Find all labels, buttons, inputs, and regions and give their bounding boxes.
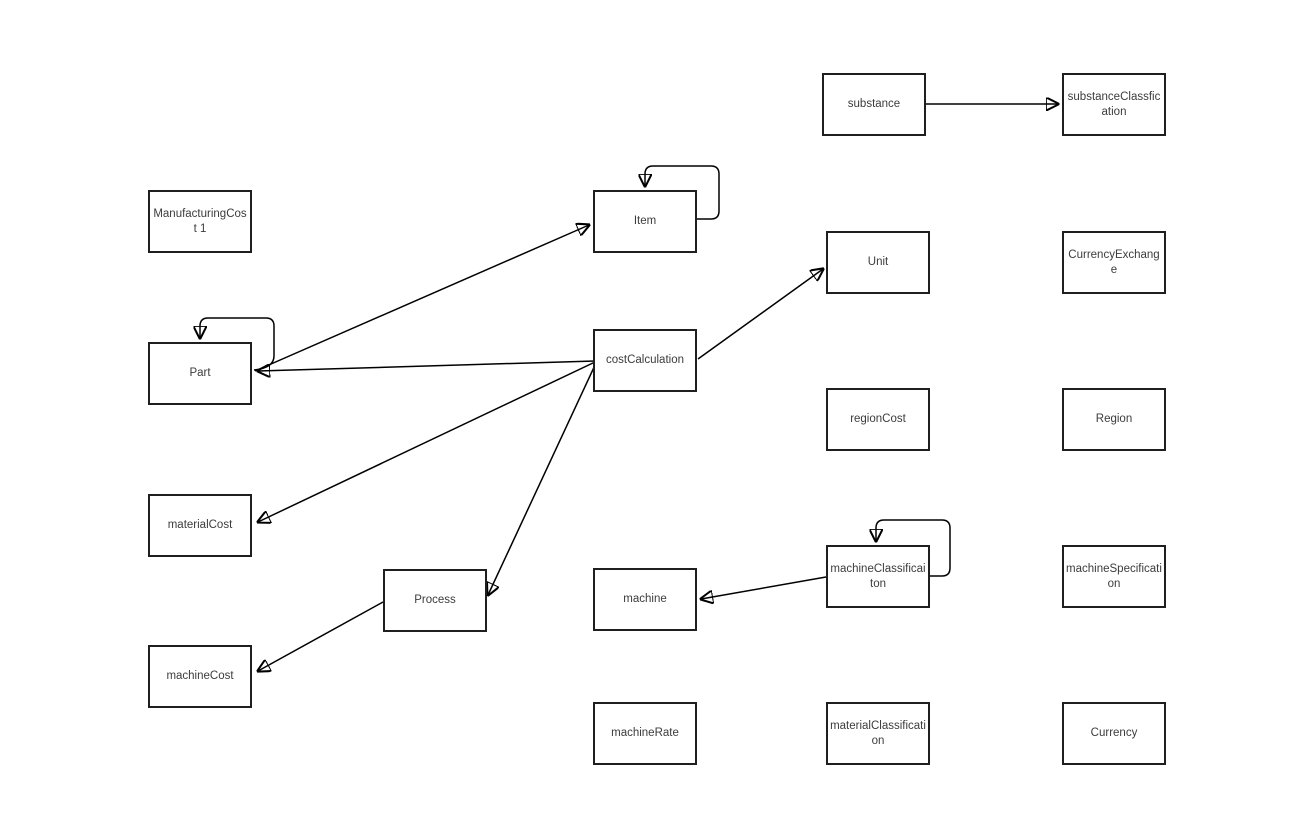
node-item[interactable]: Item — [593, 190, 697, 253]
node-currency-exchange[interactable]: CurrencyExchange — [1062, 231, 1166, 294]
node-process[interactable]: Process — [383, 569, 487, 632]
node-machine[interactable]: machine — [593, 568, 697, 631]
node-material-cost[interactable]: materialCost — [148, 494, 252, 557]
node-substance[interactable]: substance — [822, 73, 926, 136]
node-substance-classfication[interactable]: substanceClassfication — [1062, 73, 1166, 136]
node-region[interactable]: Region — [1062, 388, 1166, 451]
edge-costCalculation-to-Part[interactable] — [258, 360, 596, 371]
edge-machineClassificaiton-self-loop[interactable] — [876, 519, 951, 577]
node-machine-cost[interactable]: machineCost — [148, 645, 252, 708]
edge-Part-self-loop[interactable] — [200, 317, 275, 371]
node-machine-classificaiton[interactable]: machineClassificaiton — [826, 545, 930, 608]
node-manufacturing-cost-1[interactable]: ManufacturingCost 1 — [148, 190, 252, 253]
node-unit[interactable]: Unit — [826, 231, 930, 294]
node-part[interactable]: Part — [148, 342, 252, 405]
edge-Process-to-machineCost[interactable] — [258, 601, 384, 671]
node-region-cost[interactable]: regionCost — [826, 388, 930, 451]
node-cost-calculation[interactable]: costCalculation — [593, 329, 697, 392]
edge-costCalculation-to-Unit[interactable] — [697, 269, 823, 360]
node-currency[interactable]: Currency — [1062, 702, 1166, 765]
node-machine-rate[interactable]: machineRate — [593, 702, 697, 765]
edge-costCalculation-to-materialCost[interactable] — [258, 361, 596, 522]
edge-Part-to-Item[interactable] — [254, 225, 589, 372]
node-material-classification[interactable]: materialClassification — [826, 702, 930, 765]
edge-costCalculation-to-Process[interactable] — [488, 362, 597, 595]
edge-machineClassificaiton-to-machine[interactable] — [701, 576, 827, 599]
node-machine-specification[interactable]: machineSpecification — [1062, 545, 1166, 608]
edge-Item-self-loop[interactable] — [645, 165, 720, 220]
